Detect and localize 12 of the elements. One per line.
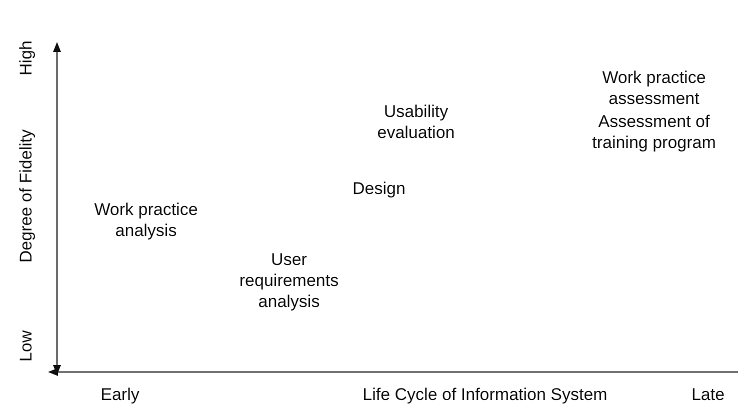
activity-label: Assessment of training program — [591, 111, 717, 153]
activity-label: User requirements analysis — [238, 249, 340, 312]
axis-label: Low — [16, 330, 36, 362]
axis-label: High — [16, 40, 36, 76]
axis-label: Life Cycle of Information System — [362, 384, 608, 405]
activity-label: Work practice assessment — [601, 67, 707, 109]
activity-label: Design — [352, 178, 406, 199]
activity-label: Usability evaluation — [376, 101, 456, 143]
axis-label: Early — [100, 384, 140, 405]
axis-label: Late — [690, 384, 726, 405]
activity-label: Work practice analysis — [93, 199, 199, 241]
axis-label: Degree of Fidelity — [16, 129, 36, 263]
